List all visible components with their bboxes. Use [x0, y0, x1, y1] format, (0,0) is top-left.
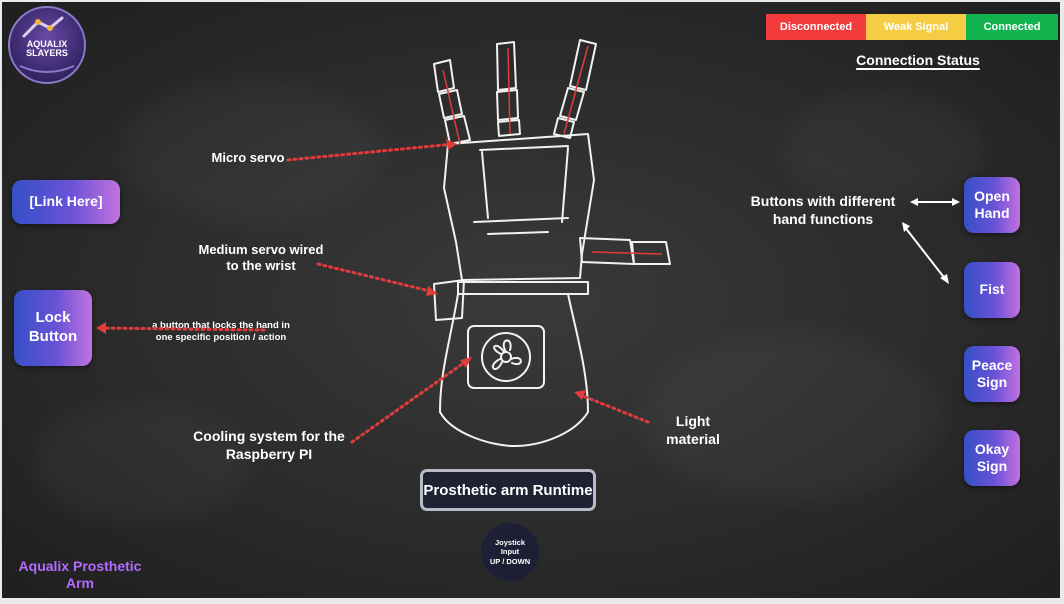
light-material-label: Light material — [666, 413, 720, 447]
open-hand-button[interactable]: Open Hand — [964, 177, 1020, 233]
brand-title: Aqualix Prosthetic Arm — [18, 558, 142, 591]
link-button[interactable]: [Link Here] — [12, 180, 120, 224]
cooling-system-label: Cooling system for the Raspberry PI — [193, 428, 345, 462]
status-connected: Connected — [966, 14, 1058, 40]
fist-button[interactable]: Fist — [964, 262, 1020, 318]
lock-button[interactable]: Lock Button — [14, 290, 92, 366]
okay-sign-button[interactable]: Okay Sign — [964, 430, 1020, 486]
team-logo: AQUALIX SLAYERS — [8, 6, 86, 84]
joystick-line-1: Joystick — [494, 537, 526, 547]
medium-servo-label: Medium servo wired to the wrist — [198, 242, 324, 274]
joystick-input[interactable]: Joystick Input UP / DOWN — [481, 523, 539, 581]
micro-servo-label: Micro servo — [211, 150, 285, 165]
buttons-description-label: Buttons with different hand functions — [750, 193, 896, 227]
runtime-button[interactable]: Prosthetic arm Runtime — [420, 469, 596, 511]
robot-arm-icon — [19, 16, 75, 73]
joystick-line-2: Input — [500, 547, 520, 557]
lock-description-label: a button that locks the hand in one spec… — [152, 320, 290, 343]
status-weak-signal: Weak Signal — [866, 14, 966, 40]
peace-sign-button[interactable]: Peace Sign — [964, 346, 1020, 402]
logo-text: AQUALIX SLAYERS — [26, 39, 68, 59]
status-disconnected: Disconnected — [766, 14, 866, 40]
connection-status-heading: Connection Status — [856, 52, 980, 68]
joystick-line-3: UP / DOWN — [489, 556, 531, 566]
